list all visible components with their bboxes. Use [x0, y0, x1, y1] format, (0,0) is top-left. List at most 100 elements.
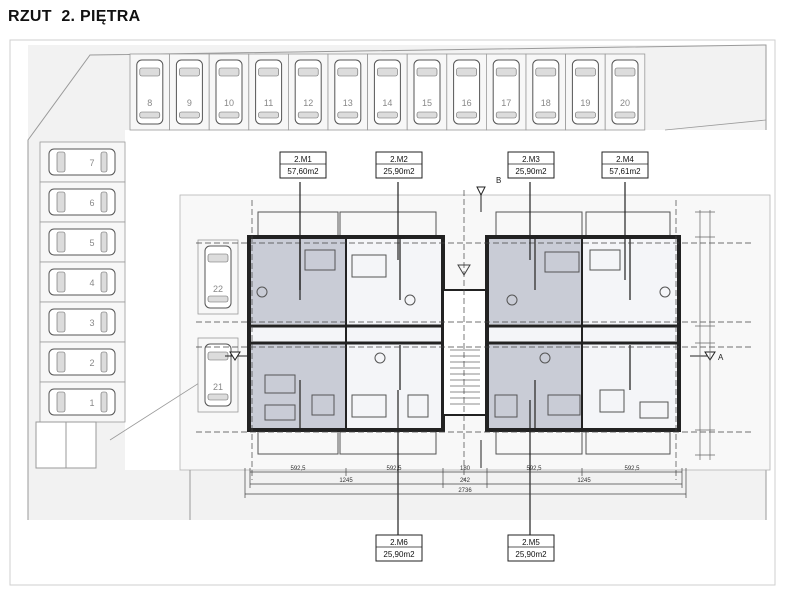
dim-label-total: 2736: [458, 488, 472, 494]
car-icon: [48, 348, 116, 376]
parking-spot-number: 21: [213, 382, 223, 392]
unit-label: 2.M2 25,90m2: [375, 151, 423, 179]
unit-area: 25,90m2: [515, 550, 547, 559]
parking-spot-number: 14: [382, 98, 392, 108]
parking-spot-number: 16: [462, 98, 472, 108]
car-icon: [492, 59, 520, 125]
car-icon: [413, 59, 441, 125]
unit-id: 2.M2: [390, 155, 408, 164]
car-icon: [334, 59, 362, 125]
parking-spot: 15: [406, 53, 448, 131]
building-right: [485, 235, 681, 432]
building-left: [247, 235, 445, 432]
parking-spot-number: 22: [213, 284, 223, 294]
unit-leader-lines: [299, 182, 626, 535]
parking-spot: 22: [197, 239, 239, 315]
parking-spot: 2: [39, 341, 126, 383]
parking-spot: 6: [39, 181, 126, 223]
driveway-left: [125, 130, 185, 470]
dim-label: 1245: [577, 478, 591, 484]
car-icon: [48, 308, 116, 336]
parking-spot-number: 13: [343, 98, 353, 108]
horizontal-dimension-lines: [244, 468, 687, 498]
unit-id: 2.M3: [522, 155, 540, 164]
parking-spot: 13: [327, 53, 368, 131]
car-icon: [611, 59, 639, 125]
site-line: [664, 119, 767, 131]
car-icon: [175, 59, 203, 125]
unit-id: 2.M6: [390, 538, 408, 547]
parking-spot: 9: [169, 53, 210, 131]
parking-spot-number: 3: [89, 318, 94, 328]
parking-row-left: 7 6 5 4 3 2 1: [39, 141, 126, 423]
parking-spot: 10: [208, 53, 250, 131]
unit-id: 2.M4: [616, 155, 634, 164]
driveway-top: [128, 130, 768, 200]
car-icon: [373, 59, 401, 125]
vertical-dimension-lines: [695, 210, 715, 460]
parking-spot: 19: [565, 53, 606, 131]
unit-area: 25,90m2: [515, 167, 547, 176]
unit-area: 25,90m2: [383, 167, 415, 176]
stairwell: [442, 264, 488, 416]
car-icon: [204, 343, 232, 407]
parking-spot-number: 4: [89, 278, 94, 288]
parking-spot: 11: [248, 53, 289, 131]
parking-spot: 21: [197, 337, 239, 413]
section-mark-b: B: [476, 176, 501, 468]
parking-spot-number: 15: [422, 98, 432, 108]
dim-label: 592,5: [386, 466, 402, 472]
dim-label: 180: [460, 466, 471, 472]
parking-spot: 12: [287, 53, 329, 131]
parking-spot-number: 12: [303, 98, 313, 108]
unit-label: 2.M4 57,61m2: [601, 151, 649, 179]
parking-row-top: 8 9 10 11 12 13 14 15 16 17 18 19 20: [129, 53, 646, 131]
parking-spot-number: 2: [89, 358, 94, 368]
parking-spot: 20: [604, 53, 646, 131]
car-icon: [294, 59, 322, 125]
car-icon: [532, 59, 560, 125]
parking-spot: 18: [525, 53, 566, 131]
unit-area: 57,60m2: [287, 167, 319, 176]
parking-spot-number: 6: [89, 198, 94, 208]
car-icon: [571, 59, 599, 125]
section-label-a: A: [718, 353, 724, 362]
parking-spot-number: 10: [224, 98, 234, 108]
section-label-b: B: [496, 176, 501, 185]
parking-spot-number: 19: [580, 98, 590, 108]
parking-spot: 7: [39, 141, 126, 183]
parking-mid: 22 21: [197, 239, 239, 413]
parking-spot-number: 8: [147, 98, 152, 108]
parking-spot-number: 17: [501, 98, 511, 108]
parking-spot: 1: [39, 381, 126, 423]
parking-spot-number: 5: [89, 238, 94, 248]
parking-spot-number: 18: [541, 98, 551, 108]
unit-label: 2.M3 25,90m2: [507, 151, 555, 179]
car-icon: [215, 59, 243, 125]
unit-area: 57,61m2: [609, 167, 641, 176]
dim-label: 592,5: [624, 466, 640, 472]
parking-spot: 8: [129, 53, 170, 131]
car-icon: [48, 388, 116, 416]
dim-label: 592,5: [290, 466, 306, 472]
page-title: RZUT 2. PIĘTRA: [8, 8, 141, 25]
axis-lines: [196, 190, 752, 480]
car-icon: [453, 59, 481, 125]
parking-spot-number: 7: [89, 158, 94, 168]
dim-label: 1245: [339, 478, 353, 484]
car-icon: [136, 59, 164, 125]
parking-spot: 5: [39, 221, 126, 263]
parking-spot-number: 20: [620, 98, 630, 108]
dim-label: 592,5: [526, 466, 542, 472]
parking-spot-number: 1: [89, 398, 94, 408]
dim-label: 242: [460, 478, 471, 484]
parking-spot-number: 9: [187, 98, 192, 108]
parking-spot: 14: [367, 53, 408, 131]
parking-spot-number: 11: [264, 98, 273, 108]
car-icon: [204, 245, 232, 309]
